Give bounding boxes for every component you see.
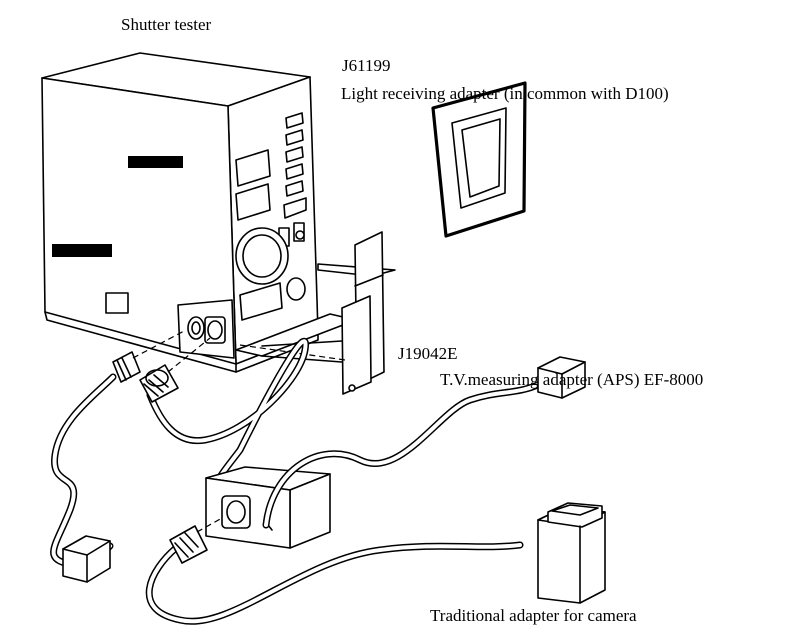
side-panel-controls [235, 112, 307, 321]
label-j61199-code: J61199 [342, 56, 391, 75]
cable-box-to-tv-sensor [262, 356, 586, 529]
label-light-receiving-adapter: Light receiving adapter (in common with … [341, 84, 669, 103]
cable-right-to-box [139, 337, 310, 489]
cable-connector [169, 525, 208, 564]
cable-box-to-traditional [145, 517, 524, 625]
shutter-tester-unit [41, 52, 319, 373]
panel-plate [105, 292, 129, 314]
connector-panel [177, 299, 235, 359]
vent-grille-lower [52, 244, 112, 257]
tv-measuring-adapter-box [205, 466, 331, 549]
label-traditional-adapter: Traditional adapter for camera [430, 606, 637, 625]
label-tv-measuring-adapter: T.V.measuring adapter (APS) EF-8000 [440, 370, 704, 389]
sensor-head [62, 535, 111, 583]
label-j19042e-code: J19042E [398, 344, 458, 363]
sensor-head [537, 356, 586, 399]
cable-left [50, 329, 187, 583]
label-shutter-tester: Shutter tester [121, 15, 212, 34]
meter-dial [235, 227, 289, 285]
cable-connector [139, 364, 179, 403]
vent-grille-upper [128, 156, 183, 168]
light-receiving-adapter [431, 81, 527, 238]
traditional-adapter [537, 502, 606, 604]
